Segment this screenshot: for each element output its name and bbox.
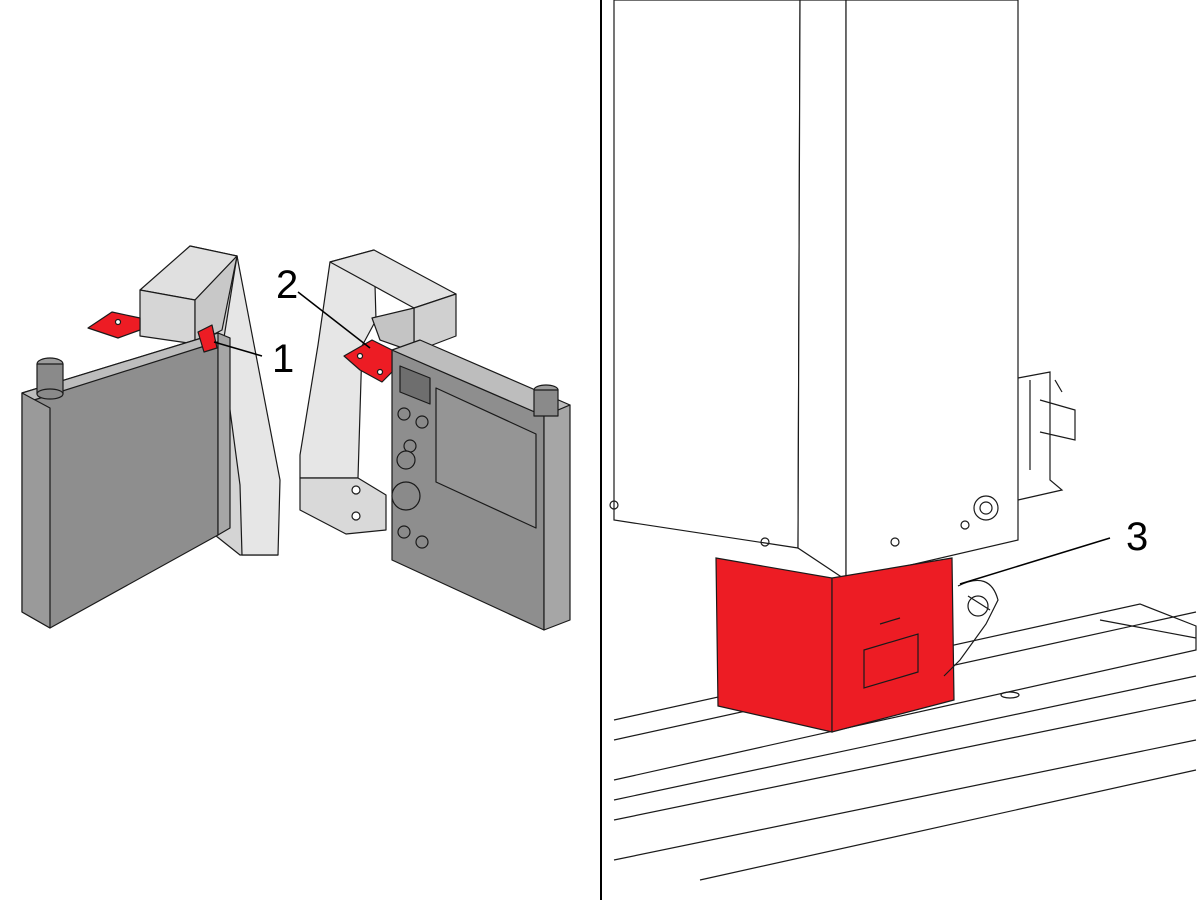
pendant2-arm-front	[299, 477, 387, 535]
callout-2-leader	[297, 291, 371, 349]
callout-1-leader	[213, 341, 263, 357]
bracket-hole-2	[356, 352, 364, 360]
pendant2-logo	[399, 365, 431, 405]
right-panel	[609, 0, 1197, 881]
pendant2-knob-small	[396, 450, 416, 470]
pendant-body-side	[217, 332, 231, 536]
pendant2-button-2	[415, 415, 429, 429]
callout-3-leader	[959, 537, 1111, 585]
pendant2-screw-b	[351, 511, 361, 521]
pendant2-body-side	[543, 404, 571, 631]
pendant2-jog-wheel	[391, 481, 421, 511]
pendant2-screen	[435, 387, 537, 529]
head-screw-2	[760, 537, 770, 547]
spindle-cover-window	[863, 633, 919, 689]
pendant-front-view	[299, 249, 571, 631]
spindle-cover-slot	[879, 617, 901, 625]
side-bracket-hardware	[1017, 371, 1076, 501]
pendant2-knob-stem	[533, 389, 559, 417]
pendant-rear-view	[21, 245, 281, 629]
pendant2-button-1	[397, 407, 411, 421]
spindle-head-side	[797, 0, 847, 582]
coolant-nozzle-fitting	[967, 595, 989, 617]
pendant-arm-block-side	[194, 255, 238, 345]
head-screw-1	[609, 500, 619, 510]
callout-1: 1	[272, 337, 294, 381]
bracket-highlight-side	[197, 324, 218, 353]
bracket-hole-3	[376, 368, 384, 376]
head-screw-3	[890, 537, 900, 547]
callout-3: 3	[1126, 515, 1148, 559]
bracket-highlight-top	[87, 311, 141, 339]
pendant-knob-base	[36, 388, 64, 400]
head-port-inner	[979, 501, 993, 515]
spindle-head-right	[845, 0, 1019, 581]
head-screw-4	[960, 520, 970, 530]
pendant-body-left-edge	[21, 392, 51, 629]
pendant2-button-5	[415, 535, 429, 549]
spindle-head-front	[613, 0, 801, 549]
head-port	[973, 495, 999, 521]
spindle-cover-highlight-left	[715, 557, 833, 733]
bracket-hole	[114, 318, 122, 326]
callout-2: 2	[276, 263, 298, 307]
pendant2-button-4	[397, 525, 411, 539]
pendant-arm-block-front	[139, 289, 196, 345]
left-panel	[21, 245, 571, 631]
pendant2-screw-a	[351, 485, 361, 495]
pendant2-button-3	[403, 439, 417, 453]
table-hole	[1000, 691, 1020, 699]
